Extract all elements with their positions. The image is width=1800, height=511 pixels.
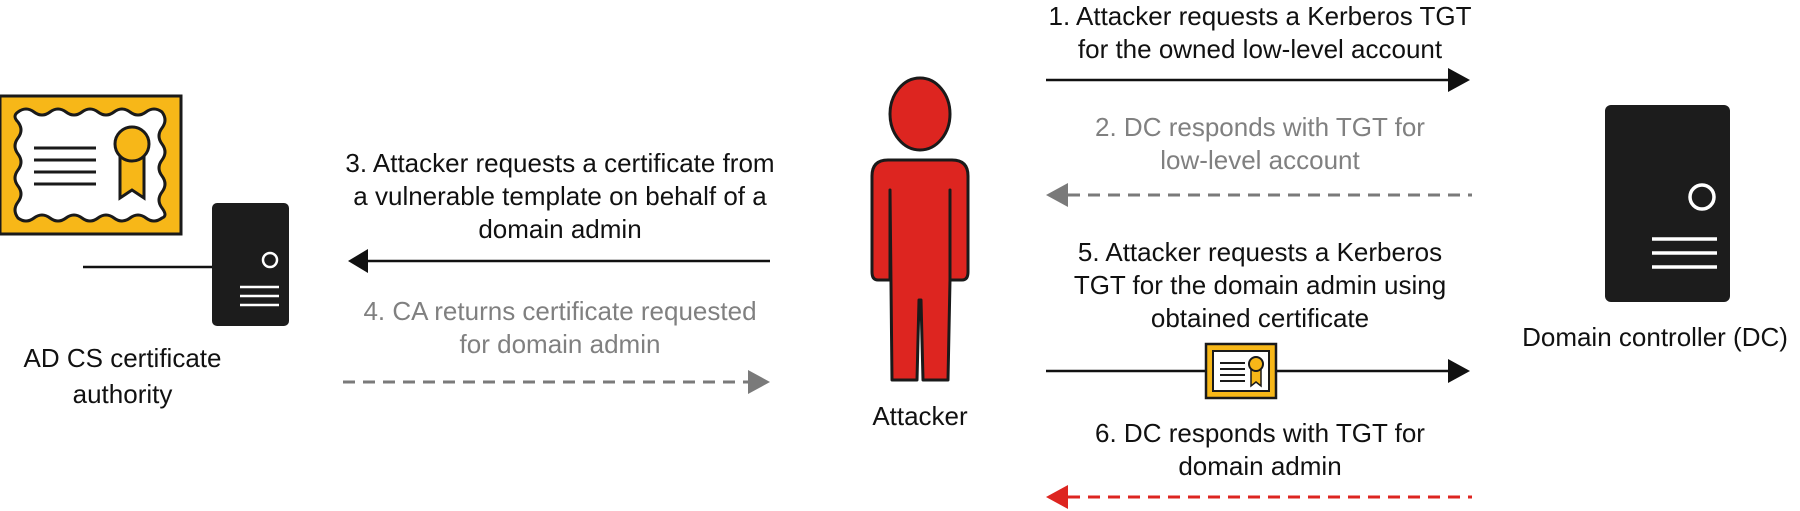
step4-arrow <box>343 370 770 394</box>
step1-label-line2: for the owned low-level account <box>1077 34 1443 64</box>
step3-label: 3. Attacker requests a certificate from … <box>310 147 810 246</box>
dc-server-icon <box>1605 105 1730 302</box>
ca-label: AD CS certificate authority <box>0 340 245 412</box>
step1-label-line1: 1. Attacker requests a Kerberos TGT <box>1048 1 1472 31</box>
step5-label-line3: obtained certificate <box>1150 303 1370 333</box>
attacker-label: Attacker <box>820 398 1020 434</box>
step2-label: 2. DC responds with TGT for low-level ac… <box>1000 111 1520 177</box>
step3-label-line2: a vulnerable template on behalf of a <box>353 181 767 211</box>
dc-label: Domain controller (DC) <box>1510 319 1800 355</box>
step4-label: 4. CA returns certificate requested for … <box>310 295 810 361</box>
ca-label-line2: authority <box>72 379 173 409</box>
step5-label-line1: 5. Attacker requests a Kerberos <box>1077 237 1443 267</box>
step1-label: 1. Attacker requests a Kerberos TGT for … <box>1000 0 1520 66</box>
step3-label-line3: domain admin <box>478 214 642 244</box>
step2-label-line1: 2. DC responds with TGT for <box>1095 112 1425 142</box>
attacker-label-text: Attacker <box>872 401 968 431</box>
step2-arrow <box>1046 183 1472 207</box>
dc-label-text: Domain controller (DC) <box>1522 322 1788 352</box>
step1-arrow <box>1046 68 1470 92</box>
step4-label-line2: for domain admin <box>459 329 661 359</box>
step2-label-line2: low-level account <box>1160 145 1360 175</box>
ca-certificate-icon <box>0 94 183 236</box>
step6-label-line2: domain admin <box>1178 451 1342 481</box>
step6-label-line1: 6. DC responds with TGT for <box>1095 418 1425 448</box>
step5-label: 5. Attacker requests a Kerberos TGT for … <box>1000 236 1520 335</box>
step3-label-line1: 3. Attacker requests a certificate from <box>345 148 775 178</box>
step6-label: 6. DC responds with TGT for domain admin <box>1000 417 1520 483</box>
step3-arrow <box>348 249 770 273</box>
ca-label-line1: AD CS certificate <box>23 343 222 373</box>
step4-label-line1: 4. CA returns certificate requested <box>363 296 757 326</box>
step5-label-line2: TGT for the domain admin using <box>1073 270 1447 300</box>
step6-arrow <box>1046 485 1472 509</box>
ca-server-icon <box>212 203 289 326</box>
step5-certificate-icon <box>1204 342 1278 400</box>
attacker-person-icon <box>870 76 970 382</box>
